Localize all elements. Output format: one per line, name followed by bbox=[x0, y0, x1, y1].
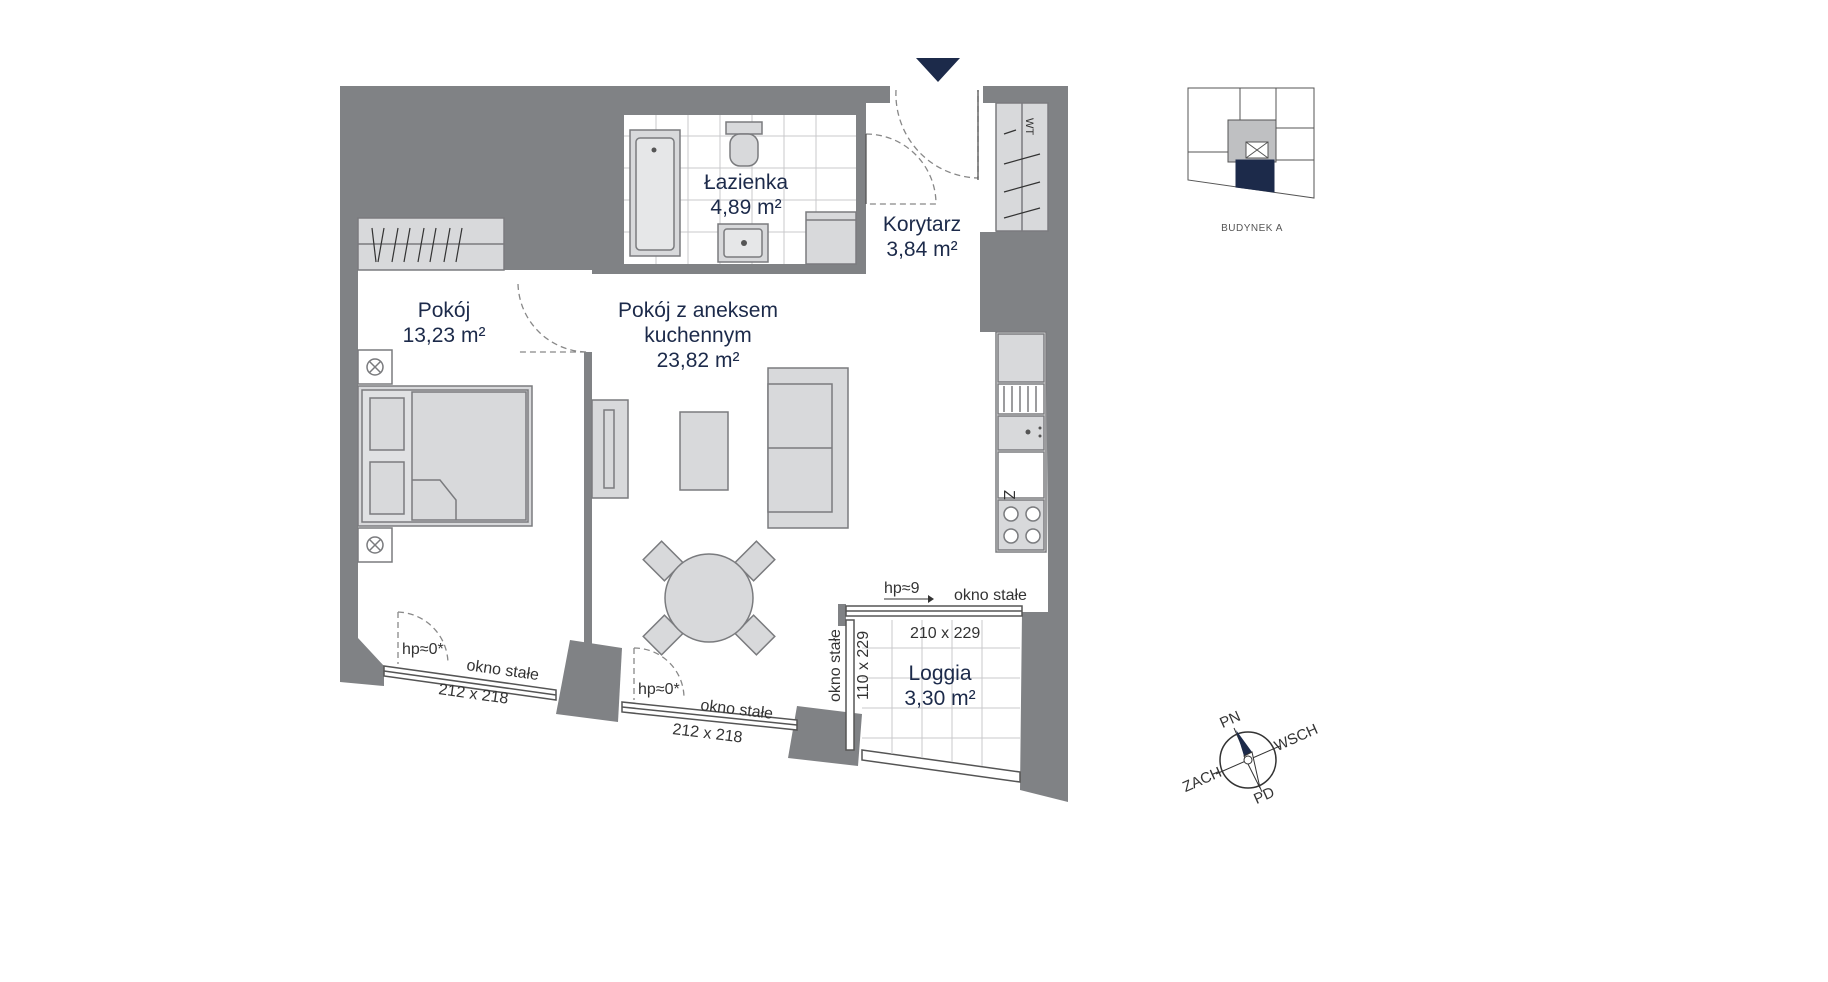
door-pokoj bbox=[517, 283, 589, 353]
room-area-loggia: 3,30 m² bbox=[904, 687, 975, 710]
key-plan-highlight bbox=[1235, 159, 1275, 193]
wall-bathroom-bottom bbox=[592, 264, 866, 274]
key-plan bbox=[1187, 87, 1315, 199]
okno-stale-side: okno stałe bbox=[827, 629, 844, 702]
wall-right-outer bbox=[980, 86, 1068, 802]
hp0-mid: hp≈0* bbox=[638, 681, 680, 698]
kitchen-sink bbox=[997, 415, 1045, 451]
loggia-tiles bbox=[862, 620, 1020, 766]
compass-north: PN bbox=[1217, 708, 1243, 732]
wall-partition bbox=[584, 352, 592, 644]
pillar-right bbox=[788, 706, 862, 766]
hp0-left: hp≈0* bbox=[402, 641, 444, 658]
wall-left-outer bbox=[340, 86, 890, 686]
pillar-left bbox=[556, 640, 622, 722]
windows bbox=[383, 605, 1023, 783]
dim-110x229: 110 x 229 bbox=[855, 631, 872, 700]
room-name-lazienka: Łazienka bbox=[704, 171, 788, 194]
wall-loggia-top bbox=[838, 604, 846, 626]
duct-mark: WT bbox=[1023, 118, 1035, 135]
toilet bbox=[725, 121, 763, 135]
wall-bathroom-left bbox=[592, 103, 624, 273]
door-bathroom bbox=[865, 133, 937, 205]
fridge bbox=[997, 451, 1045, 499]
room-area-pokoj: 13,23 m² bbox=[403, 324, 486, 347]
dim-210x229: 210 x 229 bbox=[910, 625, 980, 642]
room-name-salon-1: Pokój z aneksem bbox=[618, 299, 778, 322]
wardrobe-hatching bbox=[371, 129, 1041, 263]
room-area-lazienka: 4,89 m² bbox=[710, 196, 781, 219]
room-name-loggia: Loggia bbox=[908, 662, 971, 685]
door-entrance bbox=[895, 89, 979, 179]
compass-rose-icon bbox=[1215, 727, 1281, 793]
wall-bathroom-top bbox=[624, 103, 856, 115]
door-balcony-left bbox=[397, 611, 449, 665]
key-plan-label: BUDYNEK A bbox=[1221, 223, 1283, 234]
compass-east: WSCH bbox=[1272, 721, 1321, 755]
walls bbox=[340, 86, 1068, 802]
room-name-korytarz: Korytarz bbox=[883, 213, 961, 236]
room-name-salon-2: kuchennym bbox=[644, 324, 751, 347]
window-loggia-side bbox=[845, 619, 855, 751]
dining-table bbox=[664, 553, 754, 643]
okno-stale-top: okno stałe bbox=[954, 587, 1027, 604]
wall-bathroom-right bbox=[856, 103, 866, 274]
hp9-label: hp≈9 bbox=[884, 580, 920, 597]
dim-212x218-mid: 212 x 218 bbox=[672, 721, 744, 746]
room-name-pokoj: Pokój bbox=[418, 299, 471, 322]
entrance-arrow-icon bbox=[916, 58, 960, 82]
window-loggia-bottom bbox=[861, 749, 1021, 783]
furniture bbox=[357, 102, 1049, 656]
room-area-korytarz: 3,84 m² bbox=[886, 238, 957, 261]
room-area-salon: 23,82 m² bbox=[657, 349, 740, 372]
compass-west: ZACH bbox=[1180, 764, 1224, 796]
fridge-mark: Z bbox=[1000, 490, 1017, 500]
coffee-table bbox=[679, 411, 729, 491]
doors bbox=[397, 89, 979, 700]
kitchen-drainer bbox=[997, 383, 1045, 415]
